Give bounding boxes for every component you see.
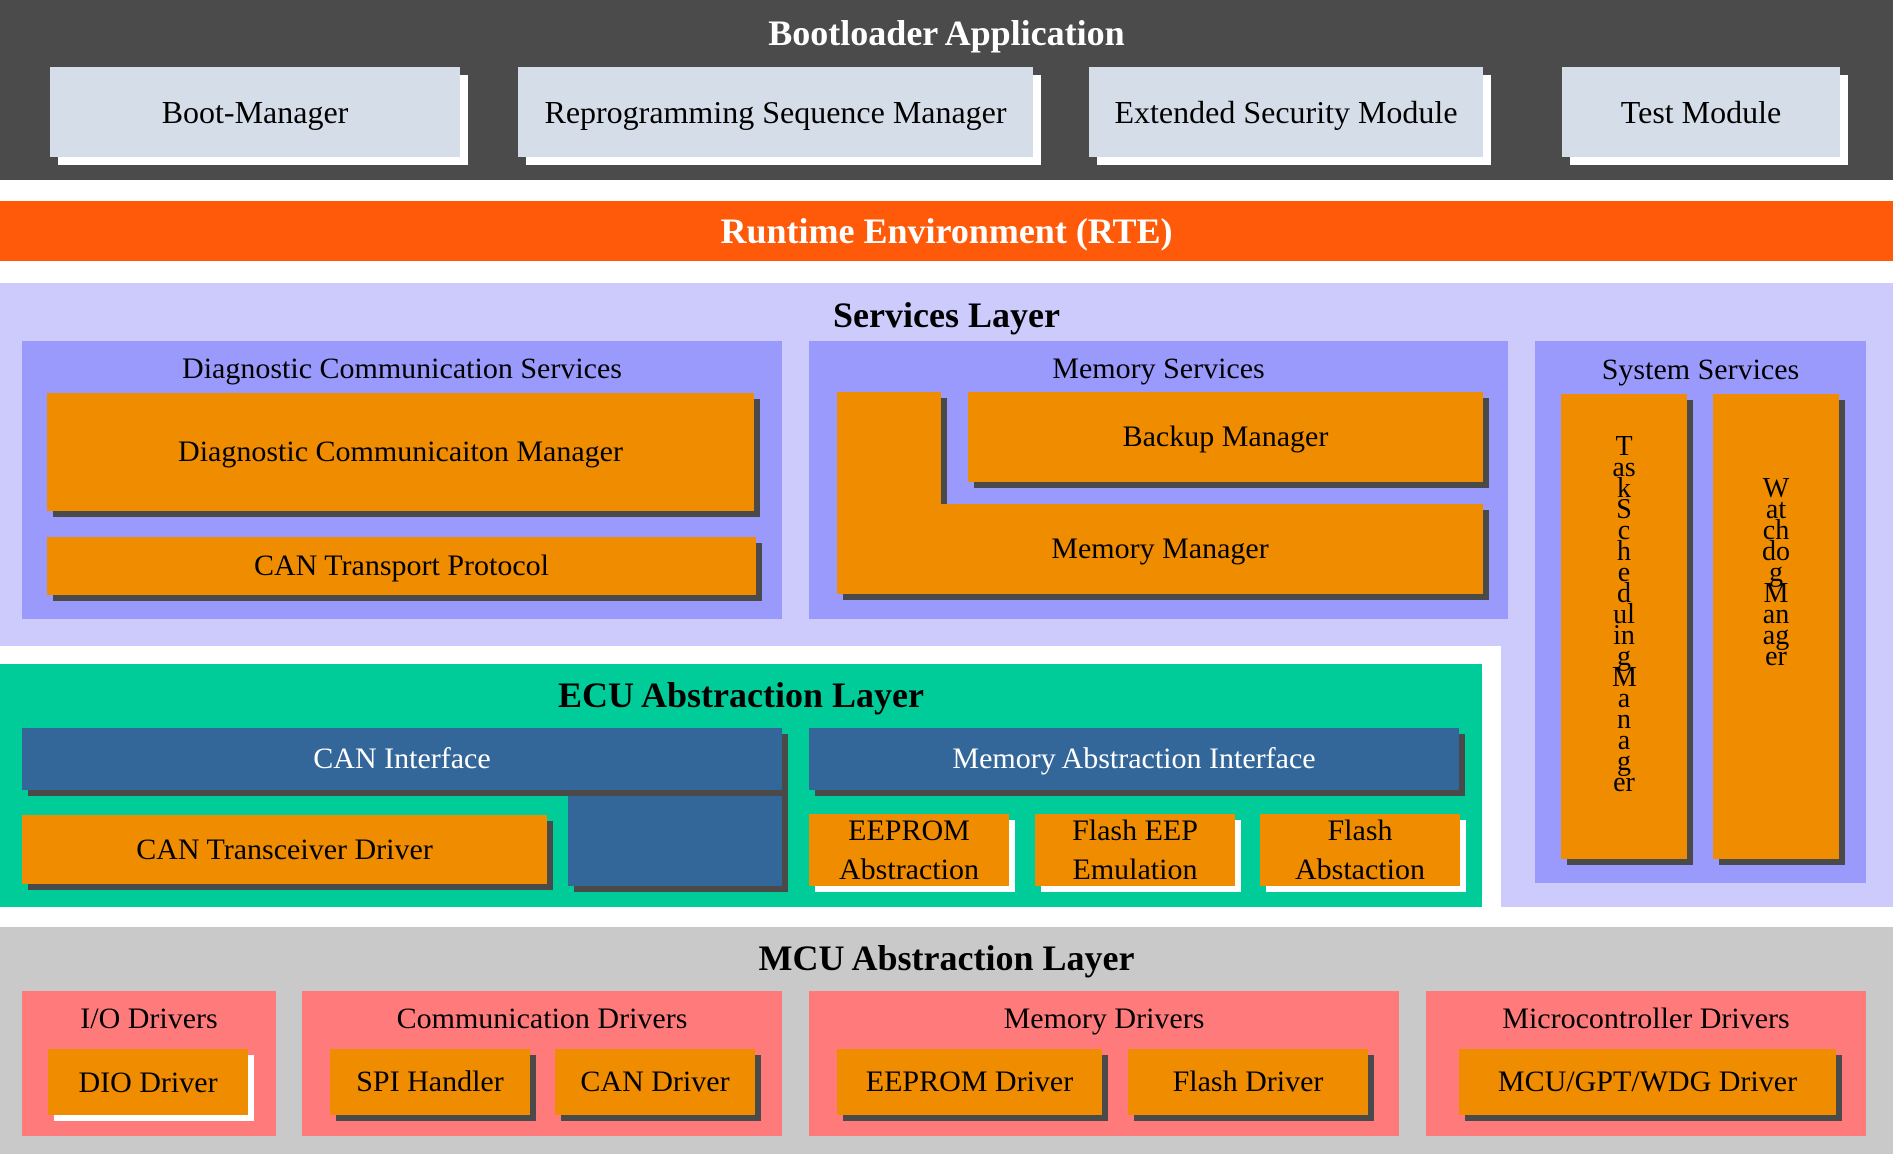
test-module-box: Test Module <box>1562 67 1840 157</box>
flash-driver-box: Flash Driver <box>1128 1049 1368 1115</box>
eeprom-driver-box: EEPROM Driver <box>837 1049 1102 1115</box>
mcu-gpt-wdg-driver-box: MCU/GPT/WDG Driver <box>1459 1049 1836 1115</box>
flash-eep-emulation-box: Flash EEP Emulation <box>1035 814 1235 886</box>
flash-eep-emulation-line-1: Flash EEP <box>1072 814 1198 847</box>
memory-abstraction-interface-box: Memory Abstraction Interface <box>809 728 1459 790</box>
ecu-abstraction-layer-title: ECU Abstraction Layer <box>558 675 924 715</box>
spi-handler-box: SPI Handler <box>330 1049 530 1115</box>
io-drivers-title: I/O Drivers <box>80 1002 218 1035</box>
task-scheduling-manager-box: TaskSchedulingManager <box>1561 394 1687 859</box>
communication-drivers-title: Communication Drivers <box>396 1002 688 1035</box>
watchdog-manager-label: WatchdogManager <box>1762 473 1790 672</box>
mcu-abstraction-layer-title: MCU Abstraction Layer <box>758 938 1135 978</box>
services-layer-title: Services Layer <box>833 295 1060 335</box>
eeprom-abstraction-box: EEPROM Abstraction <box>809 814 1009 886</box>
can-transport-protocol-box: CAN Transport Protocol <box>47 537 756 595</box>
flash-eep-emulation-line-2: Emulation <box>1072 853 1198 886</box>
flash-abstraction-box: Flash Abstaction <box>1260 814 1460 886</box>
backup-manager-box: Backup Manager <box>968 392 1483 482</box>
system-services-title: System Services <box>1601 353 1800 386</box>
reprogramming-sequence-manager-box: Reprogramming Sequence Manager <box>518 67 1033 157</box>
memory-manager-box: Memory Manager <box>837 504 1483 594</box>
eeprom-abstraction-line-1: EEPROM <box>848 814 970 847</box>
can-driver-box: CAN Driver <box>555 1049 755 1115</box>
boot-manager-box: Boot-Manager <box>50 67 460 157</box>
bootloader-application-title: Bootloader Application <box>768 13 1125 53</box>
watchdog-manager-box: WatchdogManager <box>1713 394 1839 859</box>
flash-abstraction-line-2: Abstaction <box>1295 853 1425 886</box>
extended-security-module-box: Extended Security Module <box>1089 67 1483 157</box>
diagnostic-communication-manager-box: Diagnostic Communicaiton Manager <box>47 393 754 511</box>
diagnostic-communication-services-title: Diagnostic Communication Services <box>182 352 622 385</box>
can-transceiver-driver-box: CAN Transceiver Driver <box>22 815 547 884</box>
eeprom-abstraction-line-2: Abstraction <box>839 853 979 886</box>
can-interface-box: CAN Interface <box>22 728 782 790</box>
dio-driver-box: DIO Driver <box>48 1049 248 1115</box>
runtime-environment-layer: Runtime Environment (RTE) <box>0 201 1893 261</box>
memory-drivers-title: Memory Drivers <box>1003 1002 1205 1035</box>
microcontroller-drivers-title: Microcontroller Drivers <box>1502 1002 1790 1035</box>
memory-services-title: Memory Services <box>1052 352 1265 385</box>
task-scheduling-manager-label: TaskSchedulingManager <box>1612 431 1637 798</box>
flash-abstraction-line-1: Flash <box>1327 814 1393 847</box>
